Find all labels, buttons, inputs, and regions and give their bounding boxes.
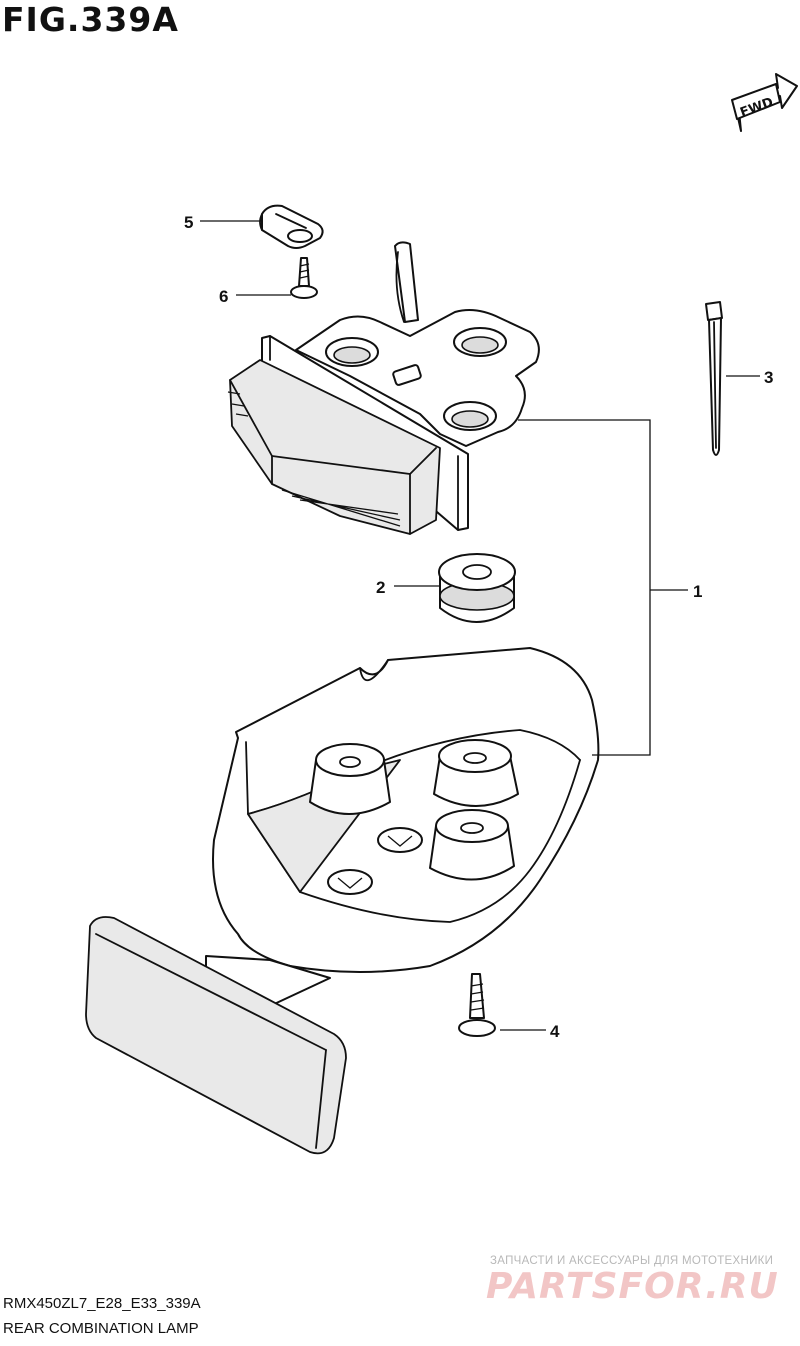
figure-name: REAR COMBINATION LAMP [3, 1320, 199, 1337]
callout-6: 6 [219, 287, 228, 306]
callout-1: 1 [693, 582, 702, 601]
fwd-arrow-icon: FWD [731, 73, 798, 132]
leader-lines [200, 220, 760, 1031]
figure-title: FIG.339A [2, 0, 179, 39]
part-1-housing-case [85, 647, 600, 1155]
callout-3: 3 [764, 368, 773, 387]
part-1-lamp-unit [227, 241, 540, 535]
callout-5: 5 [184, 213, 193, 232]
callout-4: 4 [550, 1022, 560, 1041]
part-4-screw [458, 973, 496, 1037]
part-3-cable-tie [705, 301, 723, 456]
part-5-clamp [259, 204, 324, 249]
watermark-tagline: ЗАПЧАСТИ И АКСЕССУАРЫ ДЛЯ МОТОТЕХНИКИ [490, 1255, 774, 1267]
watermark-logo: PARTSFOR.RU [486, 1266, 779, 1307]
part-2-grommet [438, 553, 516, 623]
callout-2: 2 [376, 578, 385, 597]
figure-code: RMX450ZL7_E28_E33_339A [3, 1295, 201, 1312]
part-6-screw [290, 257, 318, 299]
